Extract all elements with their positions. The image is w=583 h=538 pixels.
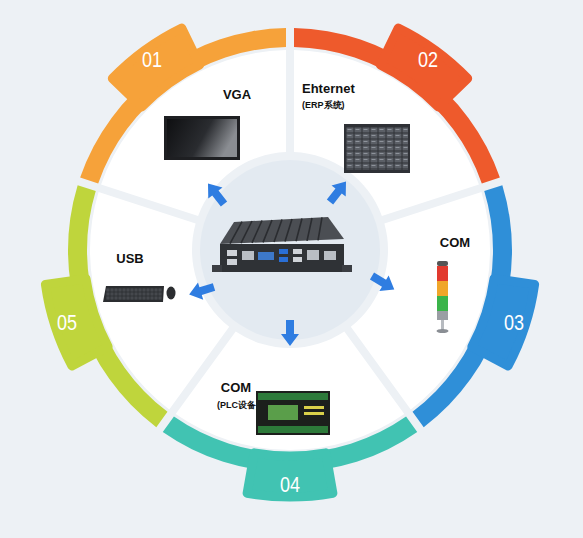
sector-shape — [101, 50, 286, 216]
pc-port — [227, 250, 237, 256]
port-note: (PLC设备) — [217, 401, 259, 411]
light-cap — [437, 261, 448, 266]
plc-led — [304, 412, 324, 415]
monitor-screen — [167, 119, 237, 157]
pc-ear — [342, 265, 352, 272]
pc-fins — [230, 217, 322, 243]
pc-port — [279, 257, 288, 262]
server-rack — [344, 124, 410, 173]
plc-terminals — [258, 393, 328, 400]
port-name: VGA — [223, 88, 251, 102]
port-name: COM — [440, 236, 470, 250]
pc-port — [293, 249, 302, 254]
tower-light — [437, 261, 449, 333]
rack-body — [344, 124, 410, 173]
pc-ear — [212, 265, 222, 272]
pc-heatsink — [220, 217, 344, 244]
light-base — [437, 329, 449, 333]
callout-number: 05 — [56, 312, 76, 334]
arrows — [187, 176, 399, 346]
callout-number: 03 — [503, 312, 523, 334]
number-tab — [247, 453, 333, 497]
sector-fill — [101, 50, 286, 216]
pc-port — [279, 249, 288, 254]
light-amber — [437, 281, 448, 296]
light-green — [437, 296, 448, 311]
light-body — [437, 311, 448, 320]
sector-fill — [90, 192, 229, 409]
port-name: Ehternet — [302, 82, 355, 96]
arrow — [281, 320, 299, 346]
pc-port — [307, 250, 319, 260]
port-sector: Ehternet (ERP系统) — [294, 50, 479, 216]
sector-shape — [294, 50, 479, 216]
callout-number: 01 — [142, 49, 162, 71]
port-name: USB — [116, 252, 143, 266]
plc-led — [304, 406, 324, 409]
arrow — [323, 176, 353, 208]
keyboard-mouse — [103, 286, 176, 302]
sector-shape — [90, 192, 230, 410]
light-pole — [441, 320, 444, 330]
sector-fill — [294, 50, 479, 216]
mouse — [167, 287, 176, 300]
pc-port — [242, 251, 254, 260]
plc-device — [256, 391, 330, 435]
pc-port — [293, 257, 302, 262]
port-sector: USB — [90, 192, 230, 410]
pc-port — [258, 252, 274, 260]
pc-front — [220, 244, 344, 272]
arrow — [187, 278, 217, 303]
pc-port — [227, 259, 237, 265]
light-red — [437, 266, 448, 281]
industrial-pc — [212, 217, 352, 272]
plc-body — [256, 391, 330, 435]
arrow — [201, 178, 231, 210]
callout-number: 02 — [418, 49, 438, 71]
plc-terminals — [258, 426, 328, 433]
keyboard-keys — [106, 288, 162, 300]
keyboard — [103, 286, 164, 302]
port-note: (ERP系统) — [302, 101, 345, 111]
monitor-frame — [164, 116, 240, 160]
port-name: COM — [221, 381, 251, 395]
callout-number: 04 — [280, 474, 300, 496]
rack-bays — [346, 127, 408, 170]
center-disc — [200, 160, 380, 340]
pc-port — [324, 251, 336, 260]
plc-panel — [268, 405, 298, 420]
arrow — [367, 268, 399, 297]
port-sector: VGA — [101, 50, 286, 216]
monitor — [164, 116, 240, 160]
